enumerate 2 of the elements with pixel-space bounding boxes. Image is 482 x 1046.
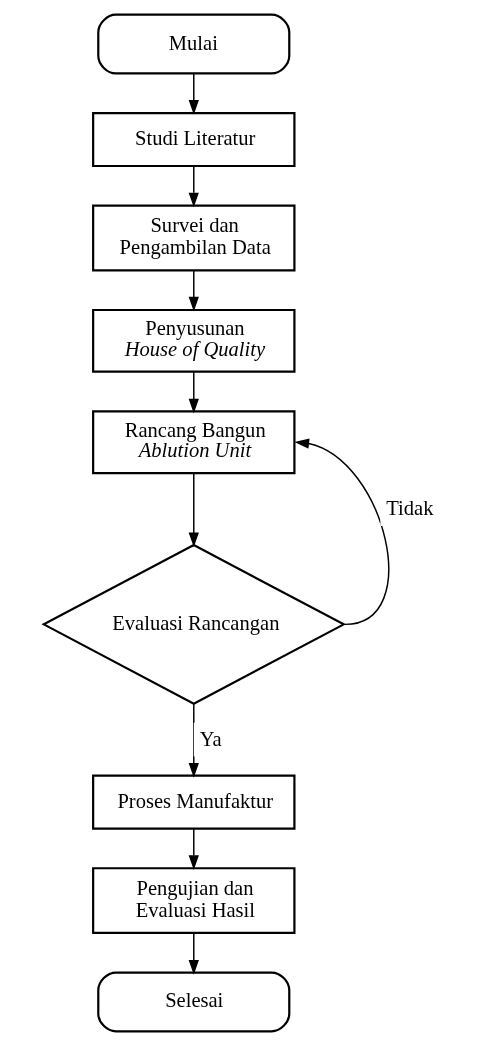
edge-label: Ya <box>199 727 222 750</box>
edge-label: Tidak <box>385 497 433 520</box>
